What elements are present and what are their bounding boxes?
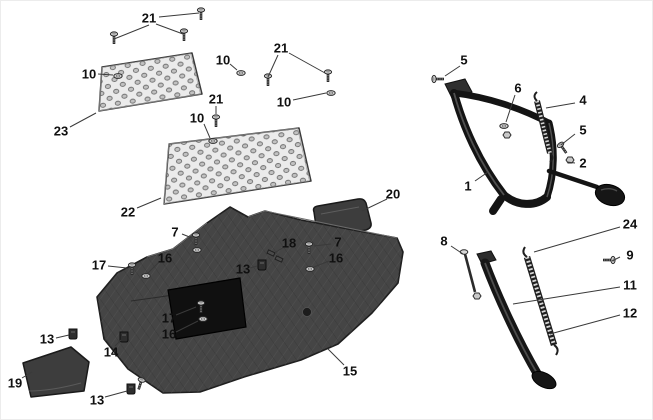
- leader-line: [203, 123, 211, 139]
- leader-line: [313, 260, 330, 268]
- leader-line: [545, 102, 576, 109]
- side-stand-spring: [522, 246, 559, 356]
- leader-line: [560, 133, 576, 146]
- center-stand: [444, 78, 626, 215]
- side-cover: [22, 346, 90, 398]
- floor-fasteners: [68, 231, 315, 395]
- leader-line: [175, 320, 199, 333]
- leader-line: [450, 245, 464, 255]
- leader-line: [229, 63, 238, 71]
- leader-line: [55, 334, 70, 339]
- leader-line: [147, 261, 160, 274]
- footrest-plate-lower: [163, 127, 312, 205]
- leader-line: [21, 371, 33, 379]
- leader-line: [267, 54, 279, 78]
- leader-line: [512, 286, 621, 305]
- leader-line: [181, 233, 193, 239]
- floor-panel: [96, 206, 404, 394]
- floor-panel-opening: [167, 277, 247, 340]
- leader-line: [313, 243, 332, 247]
- footrest-plate-upper: [98, 52, 203, 112]
- leader-line: [97, 73, 114, 76]
- leader-line: [69, 112, 97, 128]
- leader-line: [611, 256, 621, 262]
- leader-line: [249, 265, 258, 269]
- center-stand-spring: [533, 91, 554, 163]
- leader-line: [113, 24, 150, 40]
- pin-icon: [266, 249, 276, 257]
- leader-line: [292, 92, 327, 101]
- pin-icon: [274, 255, 284, 263]
- side-stand: [476, 250, 557, 390]
- leader-line: [158, 12, 200, 18]
- leader-line: [288, 52, 326, 74]
- leader-line: [104, 390, 128, 398]
- leader-line: [155, 23, 184, 35]
- leader-line: [175, 306, 197, 316]
- leader-line: [361, 198, 388, 212]
- leader-line: [327, 348, 345, 366]
- leader-line: [566, 161, 576, 164]
- leader-line: [107, 265, 128, 269]
- leader-line: [275, 246, 285, 253]
- leader-line: [474, 171, 489, 182]
- leader-line: [549, 314, 621, 335]
- leader-line: [444, 65, 461, 77]
- leader-line: [505, 94, 516, 123]
- leader-line: [136, 197, 162, 209]
- leader-line: [114, 339, 122, 347]
- leader-line: [533, 226, 621, 253]
